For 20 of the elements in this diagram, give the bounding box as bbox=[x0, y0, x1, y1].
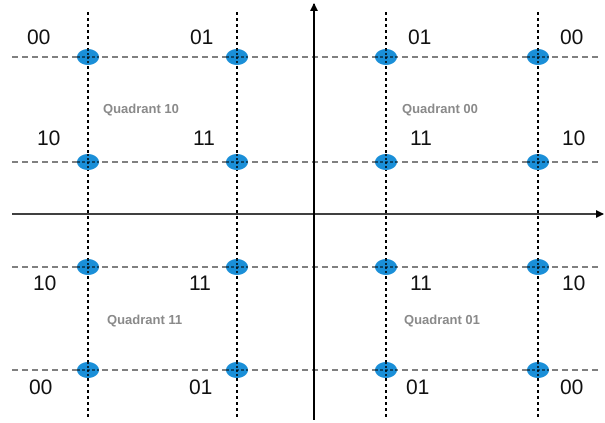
quadrant-label: Quadrant 11 bbox=[107, 313, 182, 326]
bit-label: 01 bbox=[190, 27, 214, 48]
bit-label: 01 bbox=[406, 377, 430, 398]
bit-label: 10 bbox=[33, 273, 56, 294]
quadrant-label: Quadrant 01 bbox=[404, 313, 480, 326]
bit-label: 11 bbox=[410, 128, 432, 149]
bit-label: 01 bbox=[189, 377, 212, 398]
bit-label: 11 bbox=[189, 273, 211, 294]
bit-label: 00 bbox=[560, 27, 584, 48]
bit-label: 01 bbox=[408, 27, 432, 48]
bit-label: 00 bbox=[27, 27, 50, 48]
bit-label: 10 bbox=[562, 128, 586, 149]
bit-label: 00 bbox=[560, 377, 584, 398]
bit-label: 00 bbox=[29, 377, 52, 398]
quadrant-label: Quadrant 10 bbox=[103, 102, 179, 115]
bit-label: 10 bbox=[562, 273, 586, 294]
bit-label: 10 bbox=[37, 128, 60, 149]
bit-label: 11 bbox=[410, 273, 432, 294]
quadrant-label: Quadrant 00 bbox=[402, 102, 478, 115]
bit-label: 11 bbox=[193, 128, 215, 149]
